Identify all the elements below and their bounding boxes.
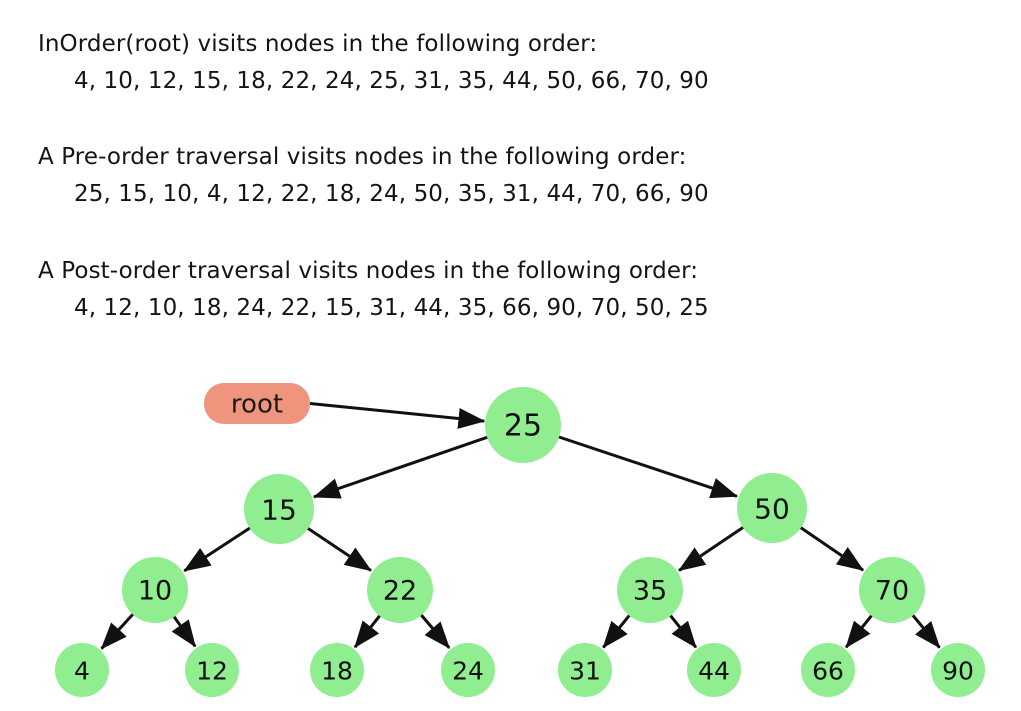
tree-edge-50-to-70 bbox=[798, 525, 865, 572]
tree-edge-root-pointer-to-25 bbox=[309, 402, 486, 429]
tree-edge-50-to-35 bbox=[678, 525, 746, 572]
preorder-sequence: 25, 15, 10, 4, 12, 22, 18, 24, 50, 35, 3… bbox=[74, 181, 709, 207]
traversal-block-inorder: InOrder(root) visits nodes in the follow… bbox=[38, 29, 978, 96]
tree-node-circle-12 bbox=[185, 643, 239, 697]
tree-node-circle-10 bbox=[122, 557, 188, 623]
tree-node-label-15: 15 bbox=[261, 494, 297, 527]
tree-node-12[interactable]: 12 bbox=[185, 643, 239, 697]
root-pointer-text: root bbox=[231, 390, 283, 420]
tree-node-circle-70 bbox=[859, 557, 925, 623]
postorder-heading: A Post-order traversal visits nodes in t… bbox=[38, 258, 699, 284]
inorder-heading: InOrder(root) visits nodes in the follow… bbox=[38, 31, 598, 57]
tree-edge-70-to-90 bbox=[910, 612, 941, 649]
tree-node-label-22: 22 bbox=[383, 576, 417, 607]
tree-node-44[interactable]: 44 bbox=[687, 643, 741, 697]
tree-node-label-90: 90 bbox=[942, 657, 974, 686]
tree-node-label-35: 35 bbox=[633, 576, 667, 607]
tree-node-label-18: 18 bbox=[321, 657, 353, 686]
tree-edge-10-to-12 bbox=[171, 614, 197, 648]
tree-node-24[interactable]: 24 bbox=[441, 643, 495, 697]
tree-edge-10-to-4 bbox=[100, 611, 136, 650]
tree-node-label-10: 10 bbox=[138, 576, 172, 607]
tree-edge-22-to-18 bbox=[353, 613, 382, 649]
postorder-sequence: 4, 12, 10, 18, 24, 22, 15, 31, 44, 35, 6… bbox=[74, 295, 709, 321]
tree-node-circle-15 bbox=[244, 474, 314, 544]
tree-edges-layer bbox=[100, 402, 941, 650]
tree-node-4[interactable]: 4 bbox=[55, 643, 109, 697]
tree-node-25[interactable]: 25 bbox=[485, 387, 561, 463]
tree-node-label-31: 31 bbox=[569, 657, 601, 686]
tree-node-circle-35 bbox=[617, 557, 683, 623]
root-pointer-pill-shape bbox=[204, 383, 310, 424]
tree-node-circle-90 bbox=[931, 643, 985, 697]
tree-node-label-12: 12 bbox=[196, 657, 228, 686]
tree-node-circle-66 bbox=[801, 643, 855, 697]
traversal-block-preorder: A Pre-order traversal visits nodes in th… bbox=[38, 142, 978, 209]
tree-node-circle-24 bbox=[441, 643, 495, 697]
preorder-heading: A Pre-order traversal visits nodes in th… bbox=[38, 144, 687, 170]
tree-node-circle-18 bbox=[310, 643, 364, 697]
tree-edge-25-to-50 bbox=[556, 434, 739, 499]
tree-node-circle-4 bbox=[55, 643, 109, 697]
tree-node-circle-31 bbox=[558, 643, 612, 697]
tree-node-label-66: 66 bbox=[812, 657, 844, 686]
tree-node-15[interactable]: 15 bbox=[244, 474, 314, 544]
tree-node-circle-25 bbox=[485, 387, 561, 463]
root-pointer-label: root bbox=[204, 383, 310, 424]
tree-node-label-50: 50 bbox=[754, 493, 790, 526]
tree-node-10[interactable]: 10 bbox=[122, 557, 188, 623]
tree-node-18[interactable]: 18 bbox=[310, 643, 364, 697]
inorder-sequence: 4, 10, 12, 15, 18, 22, 24, 25, 31, 35, 4… bbox=[74, 68, 709, 94]
tree-node-50[interactable]: 50 bbox=[737, 473, 807, 543]
tree-node-90[interactable]: 90 bbox=[931, 643, 985, 697]
tree-node-label-70: 70 bbox=[875, 576, 909, 607]
tree-node-70[interactable]: 70 bbox=[859, 557, 925, 623]
tree-node-label-24: 24 bbox=[452, 657, 484, 686]
tree-node-label-44: 44 bbox=[698, 657, 730, 686]
tree-nodes-layer: root 25 15 50 10 22 35 70 4 12 18 24 31 44 66 90 bbox=[55, 383, 985, 697]
tree-node-circle-44 bbox=[687, 643, 741, 697]
tree-node-22[interactable]: 22 bbox=[367, 557, 433, 623]
binary-search-tree-diagram: root 25 15 50 10 22 35 70 4 12 18 24 31 44 66 90 bbox=[0, 355, 1021, 711]
traversal-text-region: InOrder(root) visits nodes in the follow… bbox=[0, 0, 1021, 350]
tree-edge-22-to-24 bbox=[418, 612, 451, 649]
tree-node-label-4: 4 bbox=[74, 657, 90, 686]
tree-node-31[interactable]: 31 bbox=[558, 643, 612, 697]
tree-node-35[interactable]: 35 bbox=[617, 557, 683, 623]
tree-edge-35-to-31 bbox=[602, 613, 632, 649]
tree-edge-15-to-22 bbox=[305, 526, 372, 572]
tree-node-circle-50 bbox=[737, 473, 807, 543]
tree-edge-25-to-15 bbox=[312, 435, 490, 499]
tree-node-circle-22 bbox=[367, 557, 433, 623]
tree-node-66[interactable]: 66 bbox=[801, 643, 855, 697]
tree-edge-35-to-44 bbox=[668, 613, 698, 649]
traversal-block-postorder: A Post-order traversal visits nodes in t… bbox=[38, 256, 978, 323]
tree-node-label-25: 25 bbox=[504, 409, 542, 444]
tree-edge-70-to-66 bbox=[844, 613, 874, 649]
tree-edge-15-to-10 bbox=[183, 525, 253, 573]
